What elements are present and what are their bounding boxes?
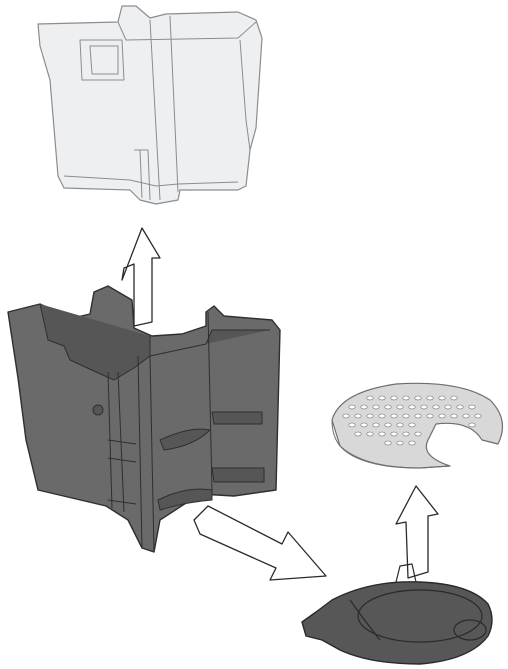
float-tray-base bbox=[301, 563, 493, 665]
grate-hole bbox=[438, 395, 446, 401]
grate-hole bbox=[372, 422, 380, 428]
grate-hole bbox=[396, 404, 404, 410]
grate-hole bbox=[474, 413, 482, 419]
grate-hole bbox=[354, 431, 362, 437]
arrow-down-right-remove bbox=[193, 505, 327, 581]
grate-hole bbox=[426, 395, 434, 401]
grate-hole bbox=[366, 431, 374, 437]
grate-hole bbox=[450, 413, 458, 419]
grate-hole bbox=[408, 404, 416, 410]
grate-hole bbox=[348, 422, 356, 428]
grate-hole bbox=[402, 413, 410, 419]
grate-hole bbox=[438, 413, 446, 419]
grate-hole bbox=[408, 422, 416, 428]
grate-hole bbox=[408, 440, 416, 446]
grate-hole bbox=[468, 422, 476, 428]
arrow-up-lift-grate bbox=[395, 485, 439, 579]
grate-hole bbox=[390, 413, 398, 419]
grate-hole bbox=[378, 413, 386, 419]
grate-hole bbox=[366, 395, 374, 401]
grate-hole bbox=[462, 413, 470, 419]
grate-hole bbox=[360, 422, 368, 428]
grate-hole bbox=[414, 395, 422, 401]
grate-hole bbox=[372, 404, 380, 410]
grate-hole bbox=[354, 413, 362, 419]
grate-hole bbox=[378, 395, 386, 401]
grate-hole bbox=[360, 404, 368, 410]
drip-tray-body bbox=[7, 285, 281, 553]
grate-holes bbox=[342, 395, 482, 446]
grate-hole bbox=[396, 422, 404, 428]
grate-hole bbox=[378, 431, 386, 437]
grate-hole bbox=[366, 413, 374, 419]
grate-hole bbox=[432, 404, 440, 410]
grate-hole bbox=[468, 404, 476, 410]
grate-hole bbox=[396, 440, 404, 446]
grate-hole bbox=[402, 431, 410, 437]
grate-hole bbox=[384, 422, 392, 428]
grate-hole bbox=[342, 413, 350, 419]
grate-hole bbox=[426, 413, 434, 419]
grate-hole bbox=[414, 431, 422, 437]
grate-hole bbox=[390, 395, 398, 401]
grate-hole bbox=[348, 404, 356, 410]
grate-hole bbox=[450, 395, 458, 401]
grate-hole bbox=[384, 404, 392, 410]
grate-hole bbox=[456, 404, 464, 410]
grounds-drawer-cover bbox=[37, 5, 263, 205]
grate-hole bbox=[414, 413, 422, 419]
grate-hole bbox=[444, 404, 452, 410]
perforated-grate bbox=[331, 382, 504, 469]
grate-hole bbox=[420, 404, 428, 410]
grate-hole bbox=[402, 395, 410, 401]
grate-hole bbox=[390, 431, 398, 437]
grate-hole bbox=[384, 440, 392, 446]
